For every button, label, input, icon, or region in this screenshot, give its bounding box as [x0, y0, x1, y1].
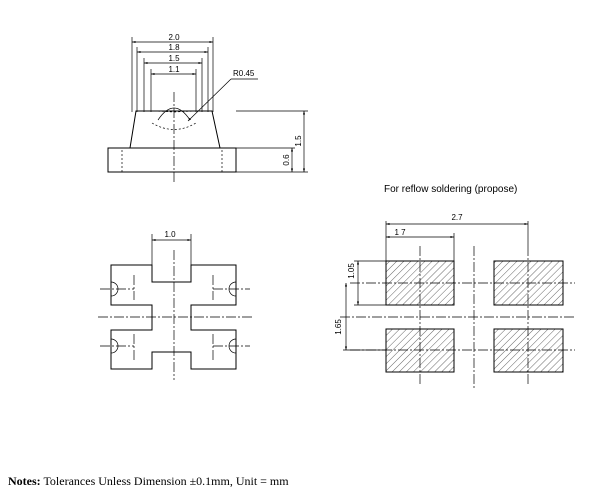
dim-label-1-65: 1.65: [334, 319, 343, 335]
dim-label-1-8: 1.8: [168, 43, 180, 52]
dim-label-1-5: 1.5: [168, 54, 180, 63]
side-view: 2.0 1.8 1.5 1.1 R0.45 0.6 1.5: [107, 33, 308, 182]
dim-label-1-1: 1.1: [168, 65, 180, 74]
solder-pad-bottom-right: [493, 328, 564, 373]
reflow-footprint: For reflow soldering (propose) 2.7 1 7 1…: [334, 184, 575, 390]
dim-label-0-6: 0.6: [282, 154, 291, 166]
bottom-view: 1.0: [98, 230, 252, 380]
dim-label-2-7: 2.7: [451, 213, 463, 222]
dim-label-1-5-height: 1.5: [294, 135, 303, 147]
radius-leader: [187, 78, 232, 122]
dim-label-1-05: 1.05: [347, 263, 356, 279]
notes-label: Notes:: [8, 474, 41, 488]
dim-label-1-7: 1 7: [394, 228, 406, 237]
dim-label-1-0: 1.0: [164, 230, 176, 239]
dim-label-2-0: 2.0: [168, 33, 180, 42]
reflow-title: For reflow soldering (propose): [384, 184, 517, 195]
side-view-body: [107, 110, 237, 173]
notes-line: Notes: Tolerances Unless Dimension ±0.1m…: [8, 474, 289, 489]
notes-text: Tolerances Unless Dimension ±0.1mm, Unit…: [40, 474, 289, 488]
dim-label-radius: R0.45: [233, 69, 255, 78]
bottom-view-outline: [110, 264, 237, 370]
